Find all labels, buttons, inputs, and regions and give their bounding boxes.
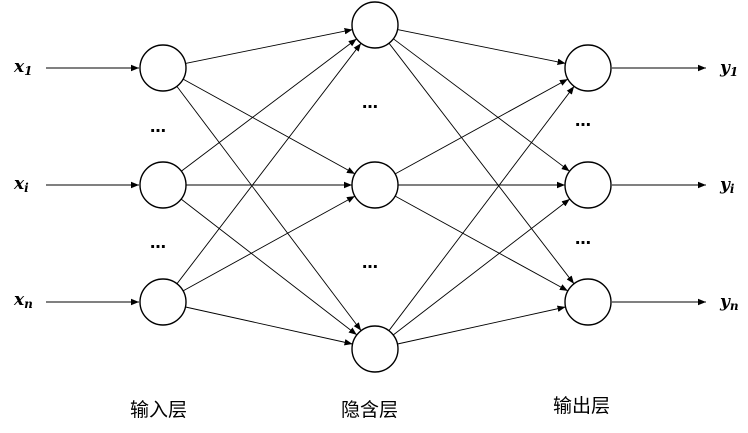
hidden-node-middle bbox=[351, 161, 399, 209]
output-label-n-var: y bbox=[719, 292, 731, 312]
input-label-i: xi bbox=[13, 174, 29, 195]
hidden-node-top bbox=[351, 1, 399, 49]
input-ellipsis-lower: … bbox=[150, 233, 167, 252]
input-node-n bbox=[139, 278, 187, 326]
input-label-n: xn bbox=[13, 290, 33, 311]
input-hidden-edge-0-0 bbox=[185, 28, 353, 64]
input-node-1 bbox=[139, 44, 187, 92]
output-layer-nodes bbox=[564, 44, 612, 326]
input-hidden-edge-1-2 bbox=[180, 198, 358, 336]
input-label-n-var: x bbox=[13, 290, 25, 310]
input-arrows bbox=[46, 64, 139, 306]
hidden-layer-title: 隐含层 bbox=[341, 399, 398, 421]
hidden-ellipsis-upper: … bbox=[362, 93, 379, 112]
input-hidden-edge-2-0 bbox=[176, 43, 362, 284]
output-label-i-var: y bbox=[719, 175, 731, 195]
hidden-output-edge-0-0 bbox=[397, 29, 566, 65]
output-label-1-sub: 1 bbox=[730, 65, 738, 79]
input-label-1: x1 bbox=[13, 57, 33, 78]
input-label-1-sub: 1 bbox=[24, 64, 32, 78]
output-ellipsis-lower: … bbox=[575, 229, 592, 248]
output-ellipsis-upper: … bbox=[575, 111, 592, 130]
output-label-i-sub: i bbox=[730, 182, 735, 196]
input-hidden-edge-0-1 bbox=[182, 78, 356, 175]
input-hidden-edge-2-1 bbox=[182, 195, 356, 292]
output-label-1-var: y bbox=[719, 58, 731, 78]
hidden-node-bottom bbox=[351, 325, 399, 373]
input-layer-title: 输入层 bbox=[130, 399, 187, 421]
output-layer-title: 输出层 bbox=[553, 395, 610, 417]
input-label-1-var: x bbox=[13, 57, 25, 77]
hidden-output-edge-2-0 bbox=[388, 86, 575, 331]
hidden-output-edge-2-1 bbox=[392, 198, 571, 336]
hidden-output-edge-0-1 bbox=[393, 38, 570, 172]
hidden-layer-nodes bbox=[351, 1, 399, 373]
input-layer-nodes bbox=[139, 44, 187, 326]
hidden-output-edge-2-2 bbox=[397, 305, 566, 345]
input-hidden-edge-2-2 bbox=[185, 306, 353, 346]
input-hidden-edge-0-2 bbox=[176, 86, 362, 331]
output-label-n: yn bbox=[719, 292, 739, 313]
input-label-i-var: x bbox=[13, 174, 25, 194]
input-label-i-sub: i bbox=[24, 181, 29, 195]
connection-edges bbox=[176, 28, 575, 346]
hidden-output-edge-0-2 bbox=[388, 42, 575, 285]
input-hidden-edge-1-0 bbox=[181, 38, 357, 172]
output-arrows bbox=[612, 64, 706, 306]
hidden-output-edge-1-2 bbox=[394, 195, 569, 292]
output-label-n-sub: n bbox=[730, 299, 739, 313]
input-ellipsis-upper: … bbox=[150, 117, 167, 136]
input-label-n-sub: n bbox=[24, 297, 33, 311]
output-node-n bbox=[564, 278, 612, 326]
output-label-i: yi bbox=[719, 175, 735, 196]
input-node-i bbox=[139, 161, 187, 209]
output-node-i bbox=[564, 161, 612, 209]
output-node-1 bbox=[564, 44, 612, 92]
hidden-ellipsis-lower: … bbox=[362, 253, 379, 272]
hidden-output-edge-1-0 bbox=[394, 78, 569, 175]
output-label-1: y1 bbox=[719, 58, 738, 79]
